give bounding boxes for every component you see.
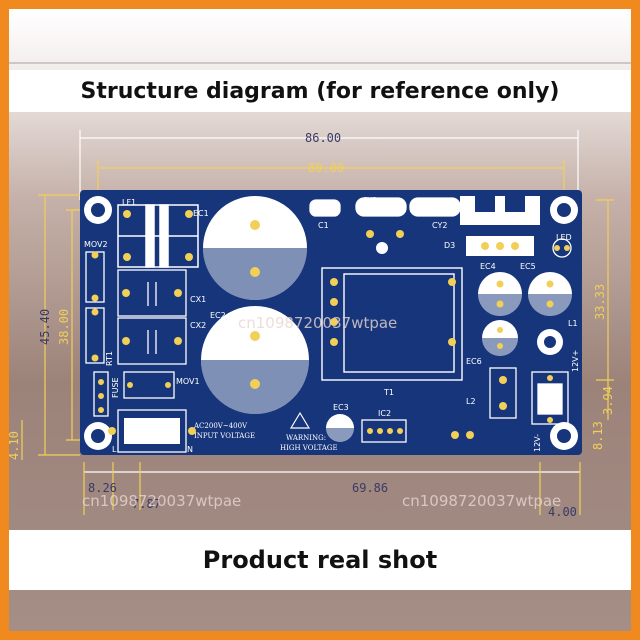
silk-n: N <box>187 445 193 454</box>
fuse-mov1 <box>93 371 175 417</box>
silk-warning: WARNING: <box>286 434 326 442</box>
silk-ec2: EC2 <box>210 311 226 320</box>
ec2-capacitor <box>201 306 309 414</box>
silk-ec6: EC6 <box>466 357 482 366</box>
dim-bottom-left: 8.26 <box>88 481 117 495</box>
page-title: Structure diagram (for reference only) <box>80 78 560 104</box>
t1-transformer <box>321 267 463 381</box>
silk-d3: D3 <box>444 241 455 250</box>
silk-led: LED <box>556 233 572 242</box>
dim-bottom-right: 4.00 <box>548 505 577 519</box>
dim-hole-height: 38.00 <box>57 309 71 345</box>
silk-12v-minus: 12V- <box>533 434 542 452</box>
silk-cx2: CX2 <box>190 321 206 330</box>
footer-caption: Product real shot <box>202 546 438 574</box>
silk-l2: L2 <box>466 397 476 406</box>
footer-banner: Product real shot <box>9 530 631 590</box>
silk-mov1: MOV1 <box>176 377 200 386</box>
watermark-bottom-left: cn1098720037wtpae <box>82 492 241 510</box>
silk-input-label: INPUT VOLTAGE <box>194 432 255 440</box>
dim-right-height: 33.33 <box>593 284 607 320</box>
top-divider <box>9 62 631 64</box>
output-caps <box>478 272 572 356</box>
dim-right-small-b: 8.13 <box>591 421 605 450</box>
silk-12v-plus: 12V+ <box>571 350 580 372</box>
silk-p1: P1 <box>148 423 158 432</box>
silk-l1: L1 <box>568 319 578 328</box>
silk-rt1: RT1 <box>105 351 114 366</box>
ec3-ic2 <box>289 411 474 443</box>
silk-cx1: CX1 <box>190 295 206 304</box>
dim-left-bottom: 4.10 <box>7 431 21 460</box>
silk-ic2: IC2 <box>378 409 391 418</box>
dim-bottom-left-b: 7.87 <box>132 497 161 511</box>
cx-capacitors <box>117 269 187 365</box>
led <box>552 238 572 258</box>
silk-ec5: EC5 <box>520 262 536 271</box>
silk-ec3: EC3 <box>333 403 349 412</box>
silk-mov2: MOV2 <box>84 240 108 249</box>
watermark-center: cn1098720037wtpae <box>238 314 397 332</box>
silk-l: L <box>112 445 117 454</box>
mounting-holes <box>84 196 578 450</box>
header-banner: Structure diagram (for reference only) <box>9 70 631 112</box>
silk-lf1: LF1 <box>122 198 136 207</box>
l2-p2 <box>489 367 569 425</box>
dim-right-small-a: 3.94 <box>601 386 615 415</box>
lf1-choke <box>117 204 199 268</box>
mov2-rt1 <box>85 251 105 364</box>
d3-heatsink <box>460 196 540 256</box>
dim-overall-width: 86.00 <box>305 131 341 145</box>
silk-t1: T1 <box>383 388 394 397</box>
silk-cy2: CY2 <box>432 221 447 230</box>
silk-c1: C1 <box>318 221 329 230</box>
silk-input-voltage: AC200V~400V <box>193 422 248 430</box>
p1-terminal <box>108 409 196 453</box>
silk-high-voltage: HIGH VOLTAGE <box>280 444 338 452</box>
silk-ec1: EC1 <box>193 209 209 218</box>
dim-overall-height: 45.40 <box>38 309 52 345</box>
watermark-bottom-right: cn1098720037wtpae <box>402 492 561 510</box>
dim-bottom-span: 69.86 <box>352 481 388 495</box>
dim-hole-width: 80.00 <box>308 161 344 175</box>
silk-cy1: CY1 <box>362 196 377 205</box>
silk-fuse: FUSE <box>111 377 120 398</box>
silk-p2: P2 <box>539 394 548 404</box>
silk-ec4: EC4 <box>480 262 496 271</box>
ec1-capacitor <box>203 196 307 300</box>
